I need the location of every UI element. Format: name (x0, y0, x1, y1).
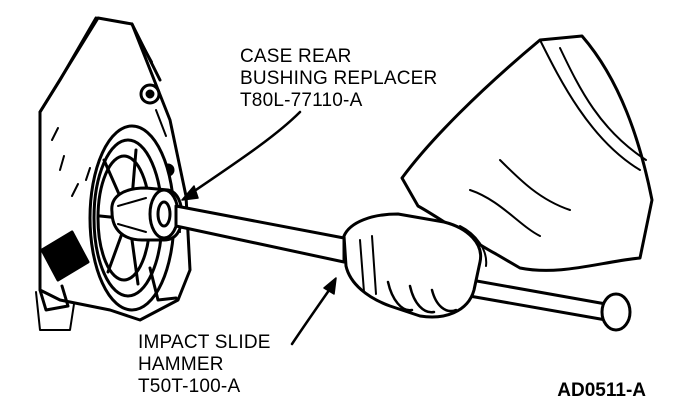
hammer-leader-arrow (323, 277, 337, 295)
figure-code: AD0511-A (557, 380, 646, 401)
hammer-label-line2: HAMMER (138, 354, 224, 375)
hammer-leader-line (290, 284, 334, 346)
transmission-case-icon (35, 16, 192, 331)
replacer-leader-line (188, 110, 302, 196)
replacer-callout: CASE REAR BUSHING REPLACER T80L-77110-A (240, 46, 437, 112)
gloved-hand-icon (342, 34, 654, 319)
replacer-label-line2: BUSHING REPLACER (240, 68, 438, 89)
bushing-replacer-tool-icon (110, 186, 184, 242)
replacer-leader-arrow (181, 185, 199, 201)
hammer-label-line3: T50T-100-A (138, 376, 241, 397)
replacer-label-line3: T80L-77110-A (240, 90, 363, 111)
replacer-label-line1: CASE REAR (240, 46, 352, 67)
hammer-callout: IMPACT SLIDE HAMMER T50T-100-A (138, 332, 271, 398)
hammer-label-line1: IMPACT SLIDE (138, 332, 271, 353)
